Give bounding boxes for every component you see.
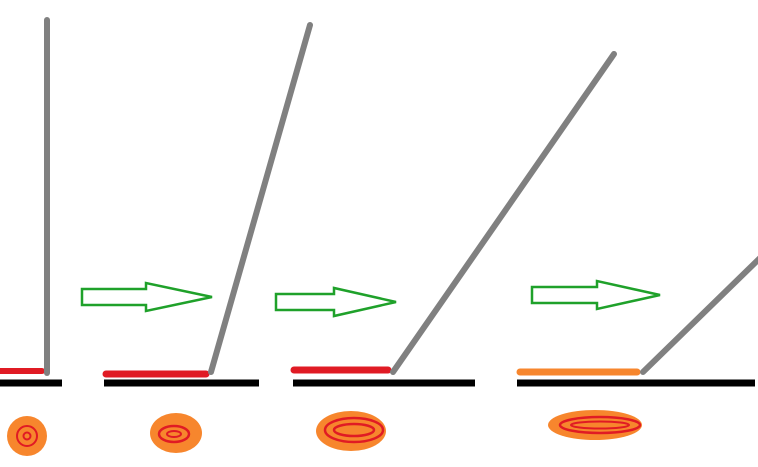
transition-arrow-1 [80, 281, 213, 313]
rod-3 [390, 51, 617, 375]
footprint-3 [316, 411, 386, 451]
footprint-1 [7, 416, 47, 456]
stage-1 [0, 17, 62, 456]
stage-4 [516, 255, 758, 440]
rod-4 [640, 255, 758, 375]
stage-3 [290, 51, 617, 451]
footprint-2 [150, 413, 202, 453]
footprint-4 [548, 410, 642, 440]
rod-2 [208, 22, 313, 375]
transition-arrow-3 [530, 279, 661, 311]
stage-2 [102, 22, 313, 453]
transition-arrow-2 [274, 286, 397, 318]
